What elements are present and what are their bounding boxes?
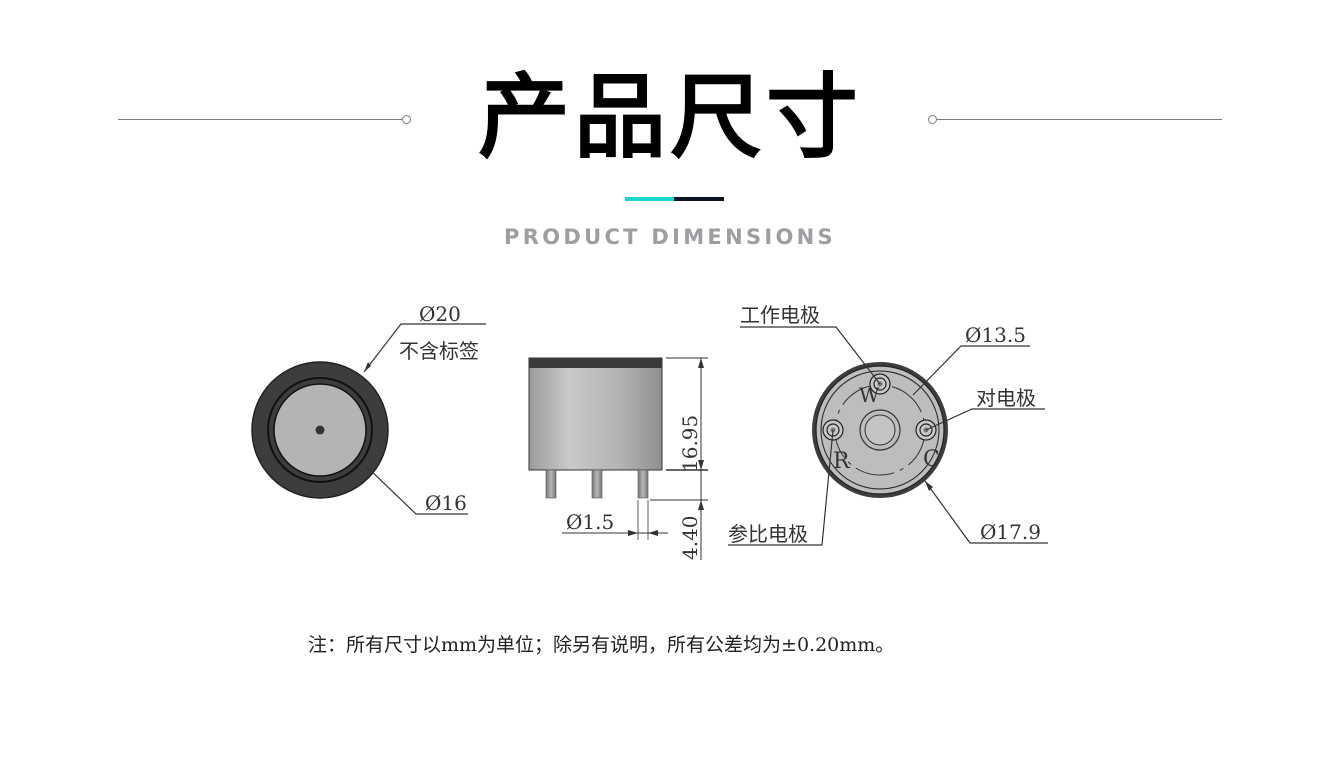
tolerance-note: 注：所有尺寸以mm为单位；除另有说明，所有公差均为±0.20mm。 [308, 634, 895, 656]
bottom-view: W R C 工作电极 Ø13.5 对电极 参比电极 Ø17.9 [728, 303, 1048, 546]
front-inner-diameter: Ø16 [425, 491, 467, 515]
front-view: Ø20 不含标签 Ø16 [251, 302, 486, 515]
letter-w: W [859, 383, 880, 407]
base-diameter: Ø17.9 [980, 520, 1041, 544]
right-divider-line [937, 119, 1222, 120]
pin-length-dimension: 4.40 [678, 515, 702, 560]
side-view: 16.95 4.40 Ø1.5 [528, 357, 708, 560]
working-electrode-label: 工作电极 [740, 303, 820, 327]
accent-bar-teal [625, 197, 677, 201]
pin-circle-diameter: Ø13.5 [965, 323, 1026, 347]
letter-c: C [923, 447, 940, 472]
front-outer-diameter: Ø20 [419, 302, 461, 326]
letter-r: R [833, 449, 851, 474]
counter-electrode-label: 对电极 [976, 386, 1036, 410]
body-height-dimension: 16.95 [678, 415, 702, 472]
right-divider-dot [928, 115, 937, 124]
front-outer-note: 不含标签 [399, 339, 479, 363]
reference-electrode-label: 参比电极 [728, 522, 808, 546]
pin-diameter-dimension: Ø1.5 [566, 510, 614, 534]
page-title: 产品尺寸 [477, 64, 862, 171]
accent-bar-dark [674, 197, 724, 201]
left-divider-dot [402, 115, 411, 124]
left-divider-line [118, 119, 402, 120]
page-subtitle: PRODUCT DIMENSIONS [504, 225, 836, 249]
